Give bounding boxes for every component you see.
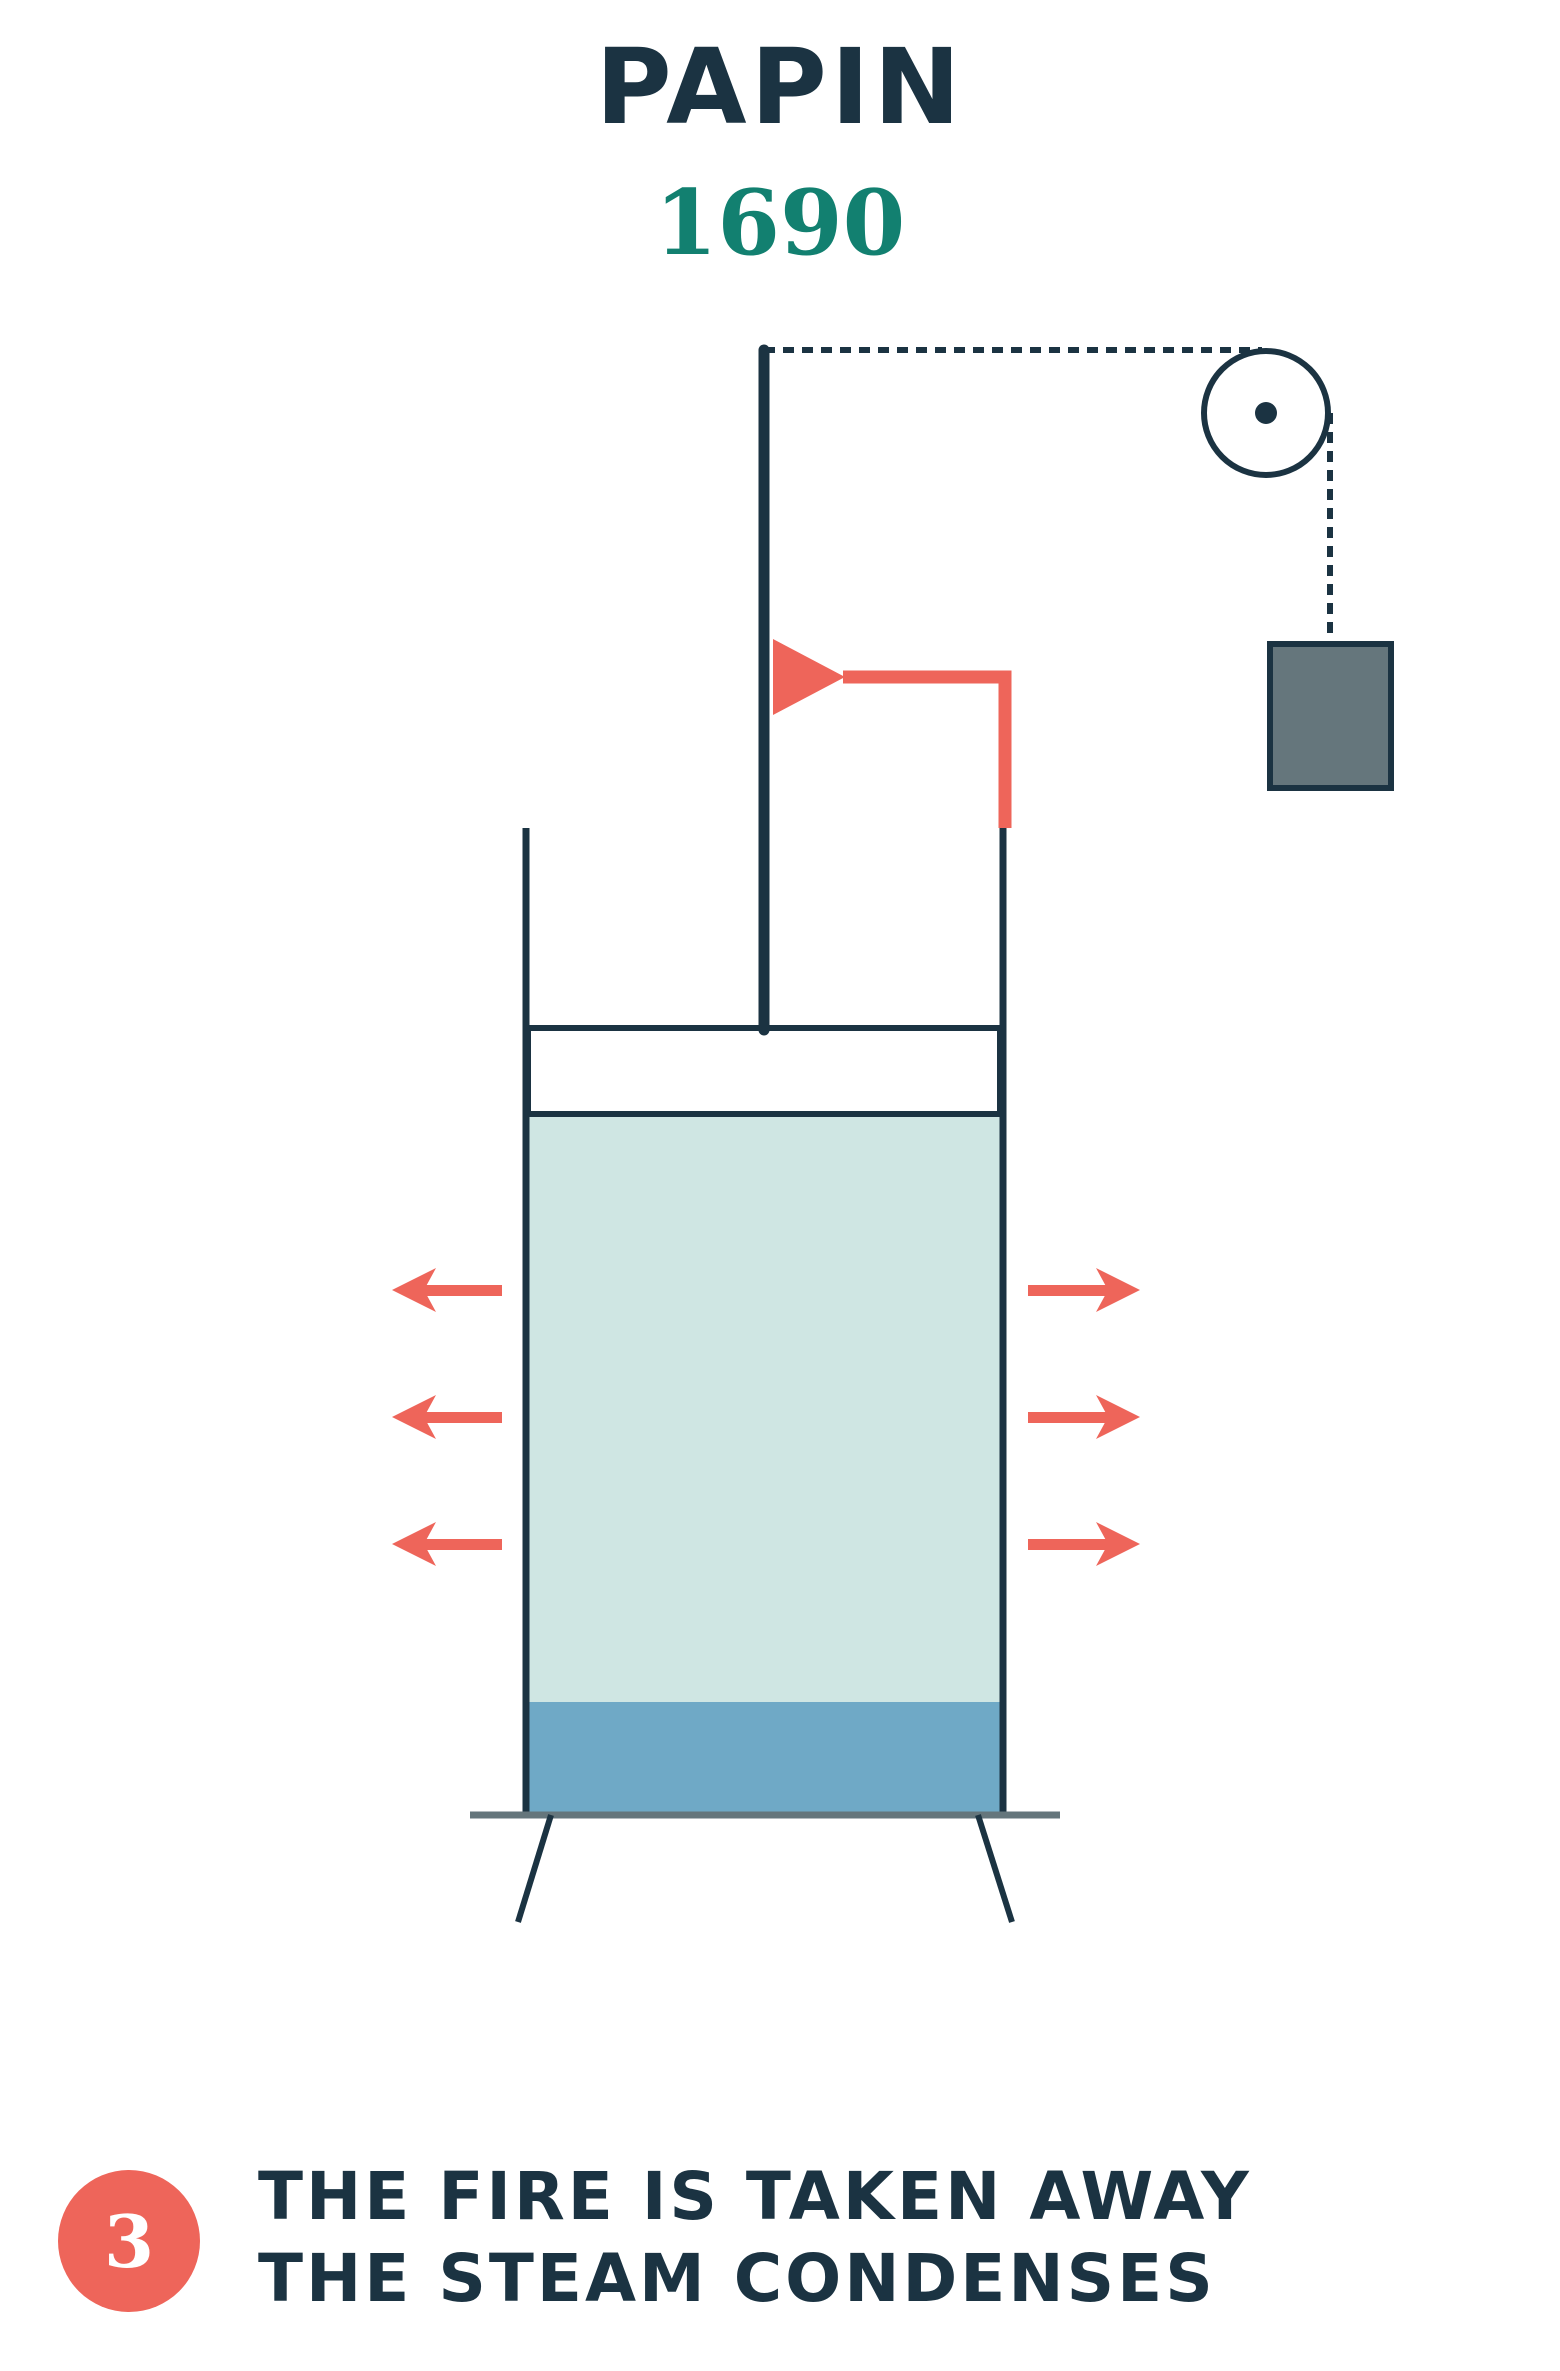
arrow-outward-icon <box>1028 1268 1140 1312</box>
caption-line-2: THE STEAM CONDENSES <box>258 2240 1216 2317</box>
caption-line-1: THE FIRE IS TAKEN AWAY <box>258 2158 1252 2235</box>
right-leg <box>975 1814 1015 1923</box>
page-title: PAPIN <box>595 26 965 148</box>
steam-region <box>526 1112 1000 1702</box>
year-label: 1690 <box>654 170 906 276</box>
arrow-outward-icon <box>392 1395 502 1439</box>
arrow-outward-icon <box>1028 1522 1140 1566</box>
step-number-badge: 3 <box>58 2170 200 2312</box>
left-leg <box>515 1814 554 1923</box>
valve-triangle-icon <box>773 639 845 715</box>
arrow-outward-icon <box>392 1522 502 1566</box>
arrow-outward-icon <box>1028 1395 1140 1439</box>
heat-arrows-right <box>1028 1268 1140 1566</box>
valve-arm <box>843 670 1012 828</box>
pulley-axle <box>1255 402 1277 424</box>
step-caption: THE FIRE IS TAKEN AWAY THE STEAM CONDENS… <box>258 2156 1518 2320</box>
heat-arrows-left <box>392 1268 502 1566</box>
water-region <box>526 1702 1000 1812</box>
piston <box>525 1025 1003 1117</box>
weight-block-icon <box>1267 641 1394 791</box>
arrow-outward-icon <box>392 1268 502 1312</box>
